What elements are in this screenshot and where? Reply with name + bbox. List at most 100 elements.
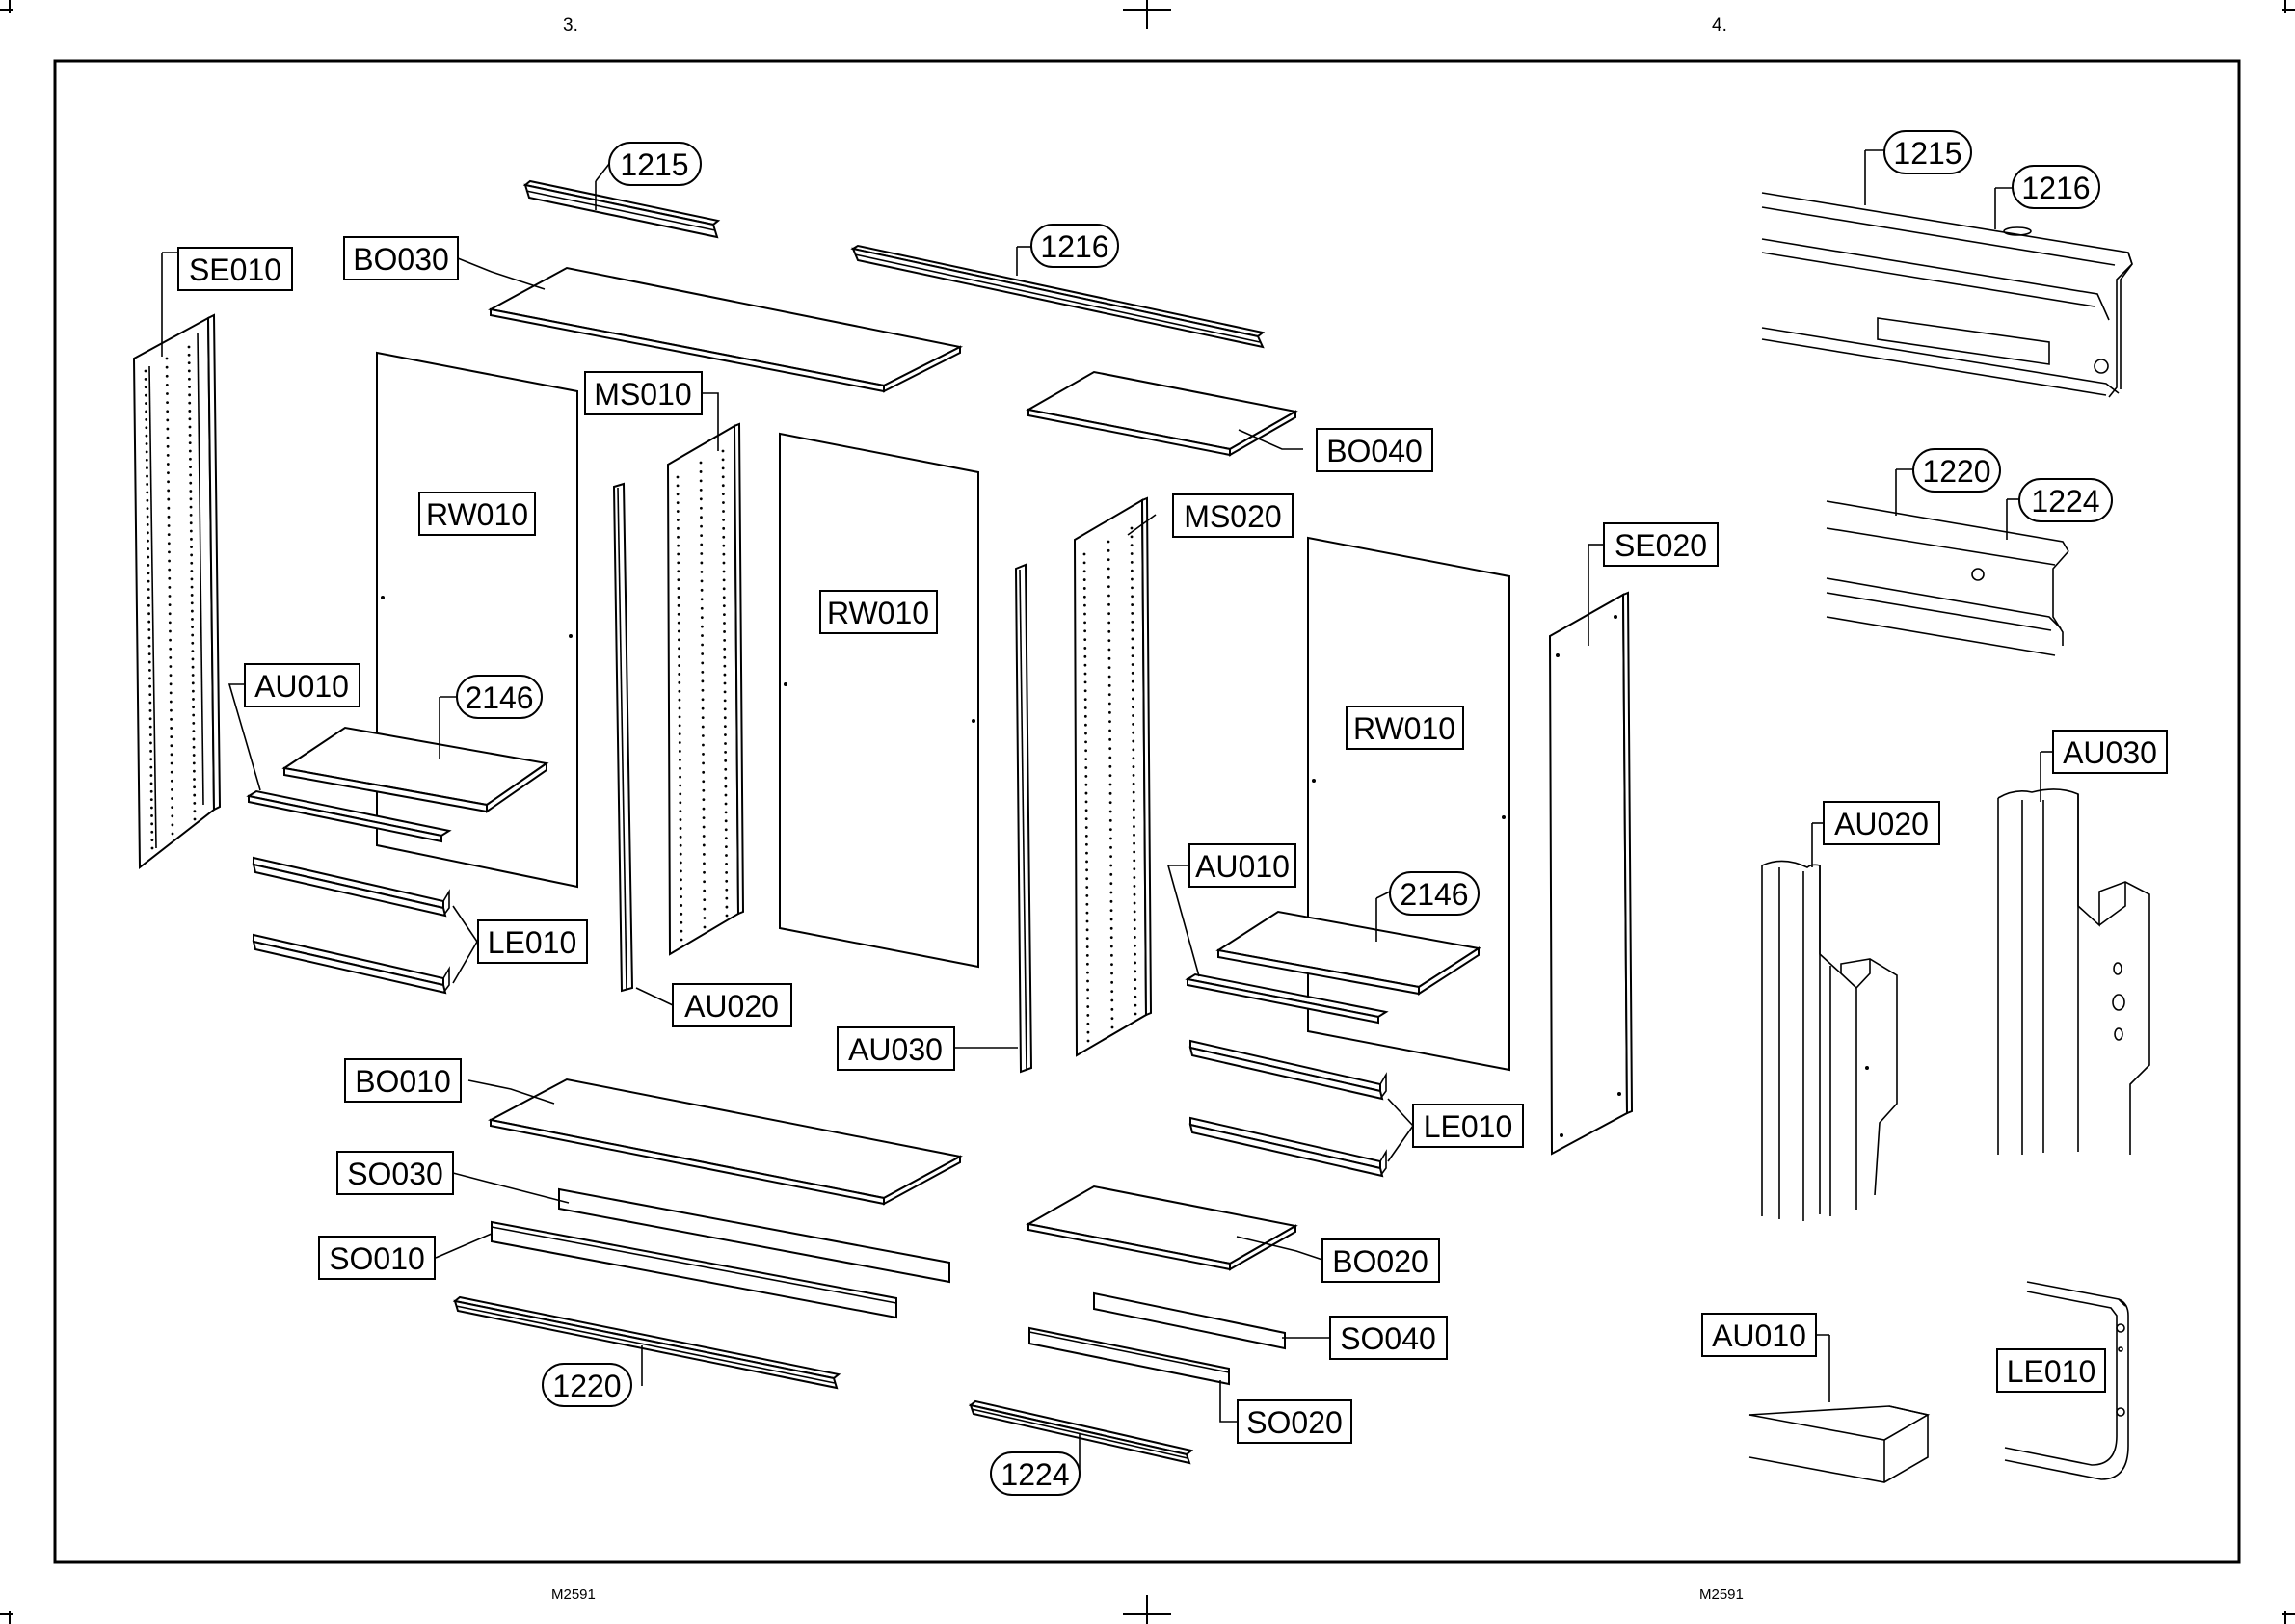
drill-hole — [703, 853, 706, 856]
drill-hole — [722, 459, 725, 462]
drill-hole — [677, 484, 680, 487]
drill-hole — [1083, 621, 1086, 624]
drill-hole — [189, 426, 192, 429]
drill-hole — [700, 480, 703, 483]
drill-hole — [147, 588, 150, 591]
drill-hole — [191, 650, 194, 652]
svg-text:AU010: AU010 — [1712, 1318, 1806, 1353]
drill-hole — [722, 545, 725, 547]
drill-hole — [1134, 1013, 1137, 1016]
drill-hole — [1132, 757, 1134, 759]
drill-hole — [1107, 568, 1110, 571]
drill-hole — [192, 714, 195, 717]
drill-hole — [192, 706, 195, 708]
drill-hole — [1134, 970, 1136, 972]
label-au010-left: AU010 — [245, 664, 360, 706]
drill-hole — [678, 596, 680, 599]
label-au020-left: AU020 — [673, 984, 791, 1026]
drill-hole — [1109, 811, 1112, 813]
drill-hole — [701, 679, 704, 682]
drill-hole — [1110, 936, 1113, 939]
drill-hole — [1132, 689, 1134, 692]
drill-hole — [145, 394, 147, 397]
drill-hole — [723, 596, 726, 599]
drill-hole — [1086, 928, 1089, 931]
label-ms020: MS020 — [1173, 494, 1293, 537]
drill-hole — [677, 578, 680, 581]
drill-hole — [723, 604, 726, 607]
drill-hole — [677, 476, 680, 479]
drill-hole — [188, 361, 191, 364]
drill-hole — [700, 552, 703, 555]
drill-hole — [702, 761, 705, 764]
drill-hole — [147, 516, 149, 519]
label-au030-center: AU030 — [838, 1027, 954, 1070]
drill-hole — [1109, 819, 1112, 822]
drill-hole — [678, 622, 680, 625]
drill-hole — [145, 418, 147, 421]
drill-hole — [191, 634, 194, 637]
drill-hole — [171, 753, 173, 756]
drill-hole — [703, 871, 706, 874]
drill-hole — [724, 759, 727, 762]
drill-hole — [703, 908, 706, 911]
drill-hole — [1108, 747, 1111, 750]
drill-hole — [149, 742, 152, 745]
drill-hole — [1133, 842, 1135, 845]
drill-hole — [191, 626, 194, 628]
drill-hole — [722, 501, 725, 504]
drill-hole — [702, 771, 705, 774]
drill-hole — [145, 370, 147, 373]
drill-hole — [725, 871, 728, 874]
drill-hole — [147, 621, 150, 624]
drill-hole — [1085, 835, 1088, 838]
drill-hole — [1107, 541, 1110, 544]
drill-hole — [1083, 570, 1086, 572]
drill-hole — [1131, 629, 1134, 632]
drill-hole — [171, 814, 173, 817]
drill-hole — [1133, 783, 1135, 785]
drill-hole — [193, 746, 196, 749]
drill-hole — [680, 913, 682, 916]
drill-hole — [679, 785, 681, 787]
drill-hole — [146, 499, 148, 502]
drill-hole — [1086, 988, 1089, 991]
label-rw010-left: RW010 — [419, 493, 535, 535]
drill-hole — [702, 707, 705, 710]
drill-hole — [724, 716, 727, 719]
label-ms010: MS010 — [585, 372, 702, 414]
drill-hole — [700, 544, 703, 546]
drill-hole — [703, 826, 706, 829]
drill-hole — [677, 510, 680, 513]
label-1215-detail: 1215 — [1884, 131, 1971, 173]
drill-hole — [189, 458, 192, 461]
svg-text:RW010: RW010 — [827, 596, 929, 630]
drill-hole — [701, 579, 704, 582]
drill-hole — [169, 603, 172, 606]
drill-hole — [146, 466, 148, 469]
drill-hole — [1133, 791, 1135, 794]
drill-hole — [193, 738, 196, 741]
drill-hole — [722, 519, 725, 521]
drill-hole — [188, 378, 191, 381]
drill-hole — [171, 762, 173, 765]
drill-hole — [172, 833, 174, 836]
drill-hole — [1107, 630, 1110, 633]
drill-hole — [1132, 638, 1134, 641]
drill-hole — [703, 835, 706, 838]
drill-hole — [168, 533, 171, 536]
drill-hole — [701, 662, 704, 665]
drill-hole — [679, 776, 681, 779]
label-se020: SE020 — [1604, 523, 1718, 566]
svg-text:1220: 1220 — [1922, 454, 1990, 489]
drill-hole — [723, 613, 726, 616]
drill-hole — [1083, 638, 1086, 641]
drill-hole — [1132, 663, 1134, 666]
drill-hole — [193, 794, 196, 797]
svg-text:LE010: LE010 — [2007, 1354, 2096, 1389]
drill-hole — [1084, 706, 1087, 709]
drill-hole — [146, 491, 148, 493]
drill-hole — [1109, 865, 1112, 867]
label-so030: SO030 — [337, 1152, 453, 1194]
drill-hole — [149, 733, 152, 736]
